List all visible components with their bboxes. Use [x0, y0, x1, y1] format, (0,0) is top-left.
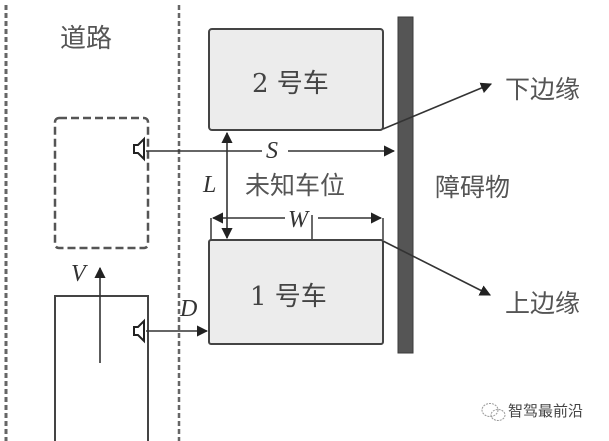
ultrasonic-sensor-icon — [133, 136, 145, 162]
car-2 — [208, 28, 384, 131]
lower-edge-leader — [382, 82, 493, 130]
variable-s-label: S — [266, 138, 278, 164]
ultrasonic-sensor-icon — [133, 318, 145, 344]
car-2-label: 2 号车 — [252, 69, 329, 99]
car-1 — [208, 239, 384, 345]
obstacle-wall — [397, 16, 414, 354]
vehicle-current — [54, 295, 149, 441]
variable-w-label: W — [288, 207, 310, 233]
upper-edge-label: 上边缘 — [505, 289, 580, 318]
vehicle-future-position — [53, 116, 150, 250]
road-label: 道路 — [60, 24, 112, 54]
watermark-text: 智驾最前沿 — [508, 402, 583, 420]
lower-edge-label: 下边缘 — [505, 75, 580, 104]
obstacle-label: 障碍物 — [435, 173, 510, 202]
unknown-slot-label: 未知车位 — [245, 171, 345, 200]
upper-edge-leader — [382, 240, 491, 296]
car-1-label: 1 号车 — [250, 282, 327, 312]
variable-d-label: D — [179, 296, 197, 322]
variable-v-label: V — [71, 261, 88, 287]
wechat-icon — [481, 403, 506, 421]
variable-l-label: L — [202, 172, 216, 198]
